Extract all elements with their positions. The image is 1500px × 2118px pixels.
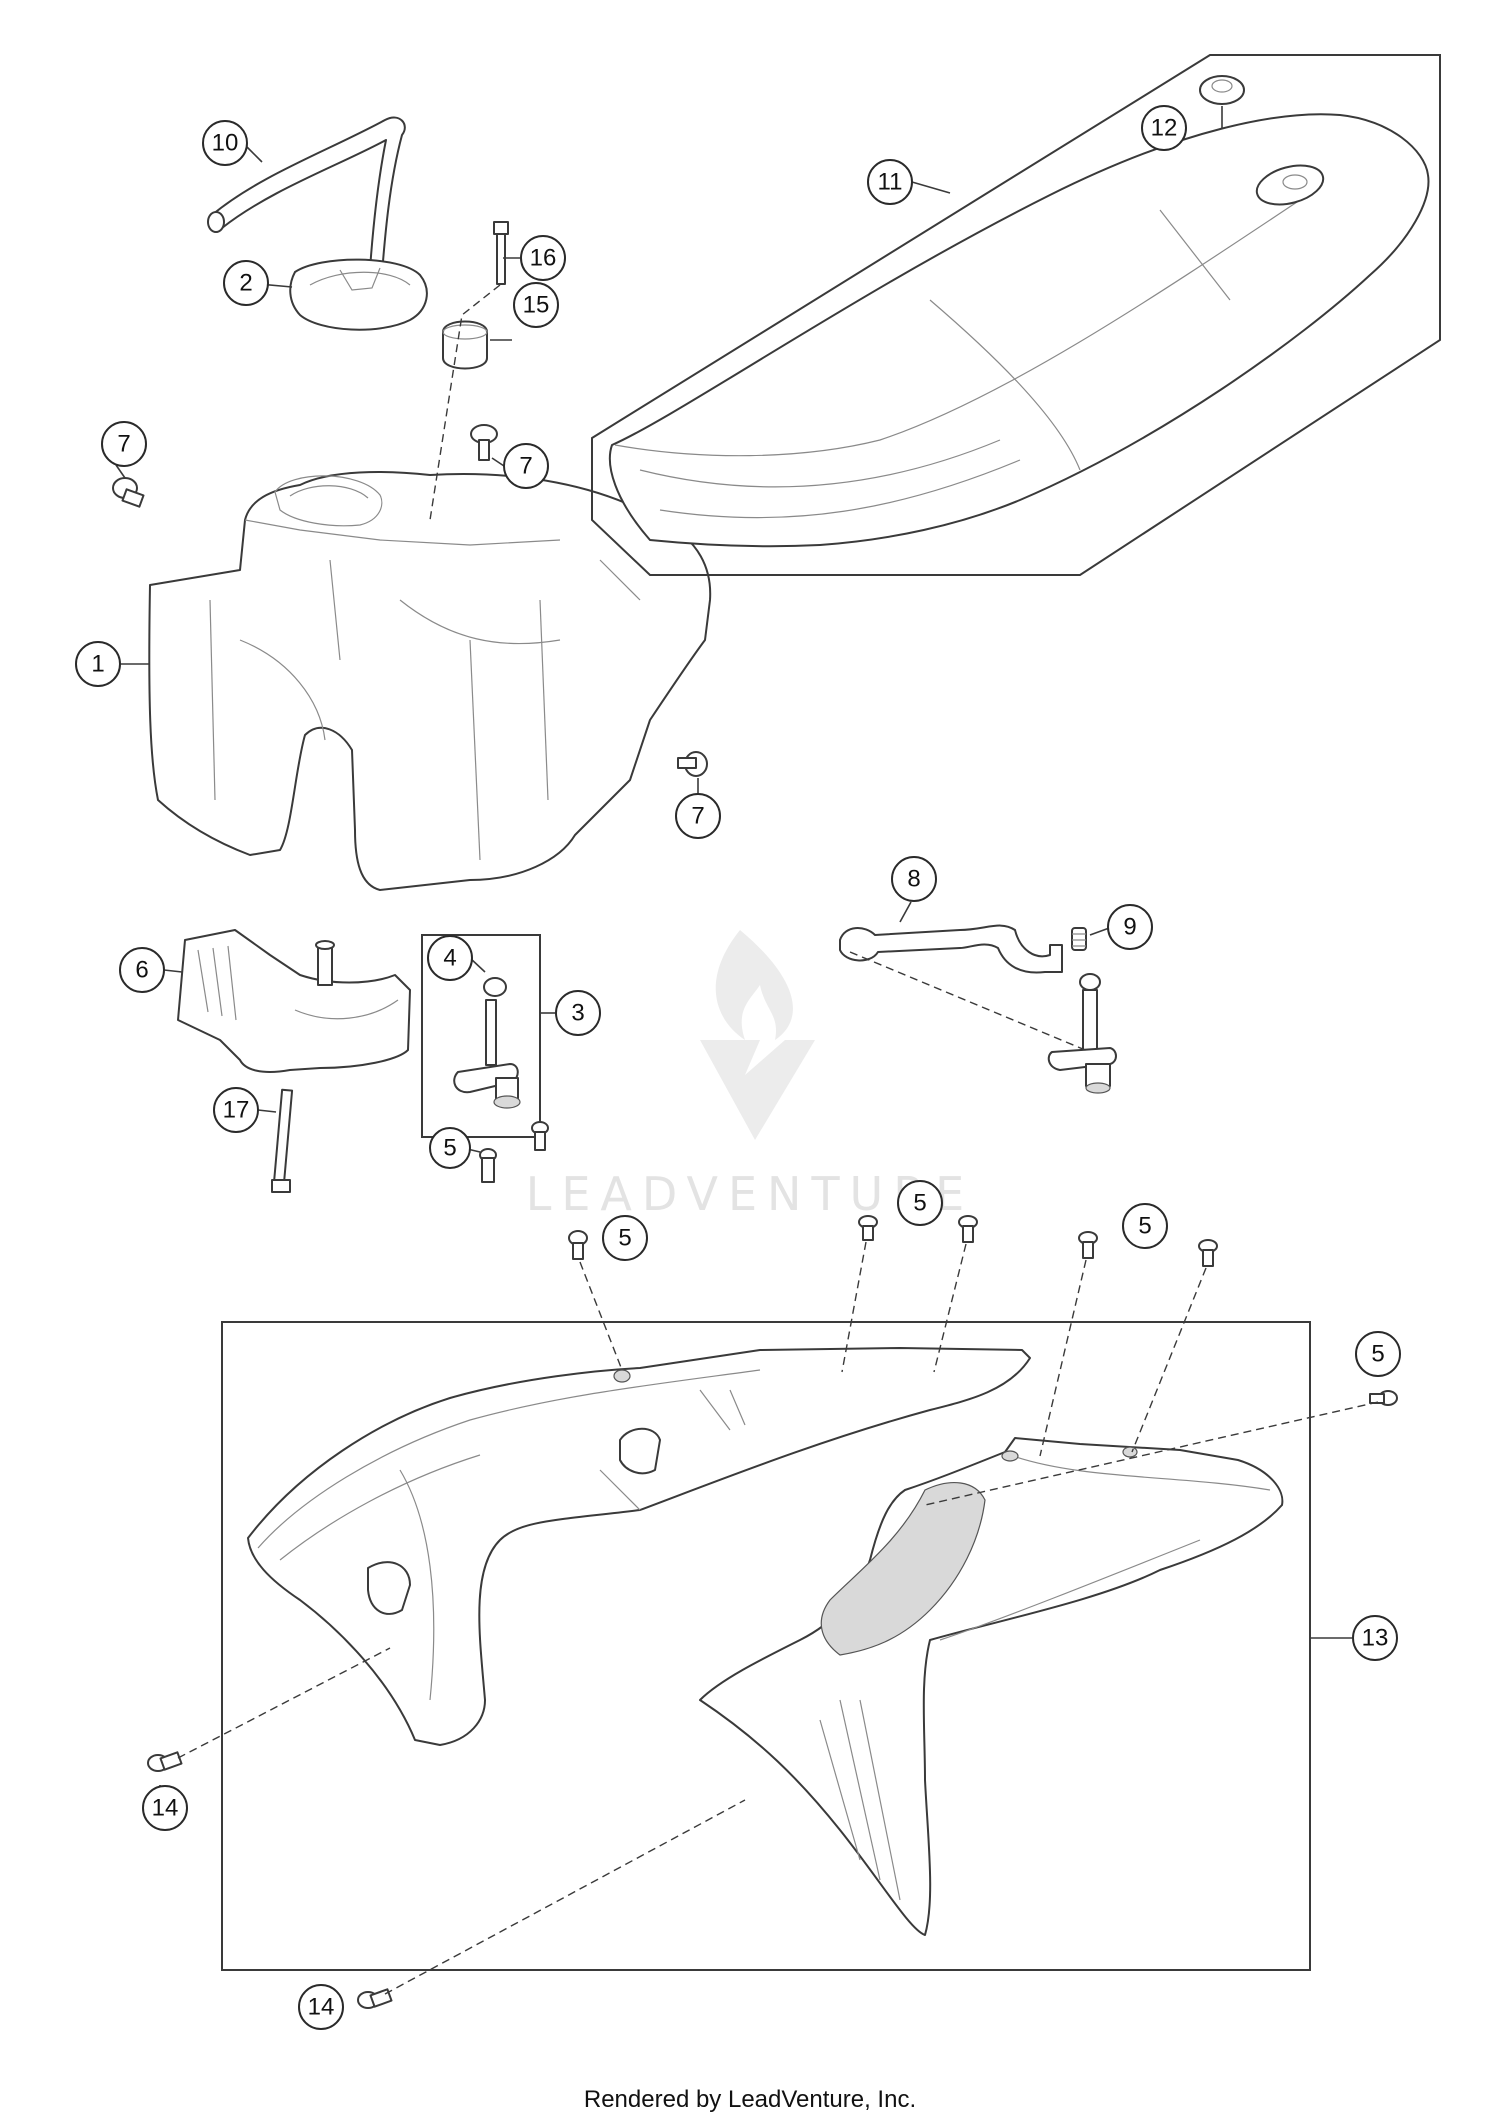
callout-6: 6: [119, 947, 165, 993]
part-side-cover-right[interactable]: [699, 1437, 1284, 1936]
part-screw-5-tap-left[interactable]: [479, 1148, 497, 1183]
callout-17: 17: [213, 1087, 259, 1133]
watermark-v-logo: [700, 1040, 815, 1140]
svg-text:15: 15: [523, 292, 550, 319]
part-seat-fastener[interactable]: [1199, 75, 1245, 105]
part-screw-7-right[interactable]: [677, 751, 708, 777]
part-screw-7-center[interactable]: [470, 424, 498, 461]
svg-text:13: 13: [1362, 1625, 1389, 1652]
part-screw-5-cover-1[interactable]: [568, 1230, 588, 1260]
svg-text:7: 7: [691, 803, 704, 830]
part-screw-5-cover-4[interactable]: [1078, 1231, 1098, 1259]
callout-7-right: 7: [675, 793, 721, 839]
svg-text:5: 5: [1371, 1341, 1384, 1368]
side-cover-group-frame: [221, 1321, 1311, 1971]
callout-8: 8: [891, 856, 937, 902]
svg-text:5: 5: [1138, 1213, 1151, 1240]
part-screw-16[interactable]: [493, 221, 509, 285]
svg-text:14: 14: [152, 1795, 179, 1822]
svg-text:5: 5: [443, 1135, 456, 1162]
fuel-tap-group-frame: [421, 934, 541, 1138]
callout-5-cover-right: 5: [1122, 1203, 1168, 1249]
seat-group-frame: [591, 54, 1441, 576]
callout-3: 3: [555, 990, 601, 1036]
callout-12: 12: [1141, 105, 1187, 151]
callout-5-cover-middle: 5: [897, 1180, 943, 1226]
callout-13: 13: [1352, 1615, 1398, 1661]
part-tank-bracket[interactable]: [177, 929, 411, 1073]
svg-text:1: 1: [91, 651, 104, 678]
part-fuel-hose[interactable]: [839, 924, 1063, 974]
svg-text:7: 7: [117, 431, 130, 458]
part-screw-7-left[interactable]: [112, 477, 145, 508]
svg-text:9: 9: [1123, 914, 1136, 941]
watermark-text: LEADVENTURE: [526, 1167, 975, 1221]
callout-14-left: 14: [142, 1785, 188, 1831]
part-fuel-cap[interactable]: [289, 258, 428, 331]
svg-text:17: 17: [223, 1097, 250, 1124]
leader-lines: [115, 106, 1379, 1995]
part-fuel-tap-assembled[interactable]: [1047, 973, 1117, 1094]
callout-9: 9: [1107, 904, 1153, 950]
svg-text:3: 3: [571, 1000, 584, 1027]
svg-text:2: 2: [239, 270, 252, 297]
callout-7-left: 7: [101, 421, 147, 467]
svg-text:10: 10: [212, 130, 239, 157]
part-fuel-tank[interactable]: [148, 471, 712, 891]
svg-text:6: 6: [135, 957, 148, 984]
svg-text:5: 5: [913, 1190, 926, 1217]
part-screw-14-bottom[interactable]: [357, 1988, 393, 2009]
callout-10: 10: [202, 120, 248, 166]
watermark: LEADVENTURE: [526, 930, 975, 1221]
svg-text:16: 16: [530, 245, 557, 272]
part-rubber-bushing[interactable]: [442, 320, 488, 370]
part-vent-hose[interactable]: [207, 116, 406, 301]
callout-5-cover-left: 5: [602, 1215, 648, 1261]
svg-text:12: 12: [1151, 115, 1178, 142]
callout-1: 1: [75, 641, 121, 687]
svg-text:11: 11: [878, 169, 903, 196]
svg-text:14: 14: [308, 1994, 335, 2021]
svg-text:8: 8: [907, 866, 920, 893]
part-screw-5-cover-6[interactable]: [1369, 1390, 1398, 1406]
part-screw-5-cover-5[interactable]: [1198, 1239, 1218, 1267]
watermark-flame-logo: [715, 930, 793, 1040]
part-bolt-17[interactable]: [271, 1088, 294, 1193]
callout-16: 16: [520, 235, 566, 281]
part-screw-5-cover-3[interactable]: [958, 1215, 978, 1243]
svg-text:4: 4: [443, 945, 456, 972]
callout-2: 2: [223, 260, 269, 306]
svg-text:7: 7: [519, 453, 532, 480]
callout-5-tap: 5: [429, 1127, 471, 1169]
svg-text:5: 5: [618, 1225, 631, 1252]
part-hose-clamp[interactable]: [1071, 927, 1087, 951]
part-side-cover-left[interactable]: [247, 1347, 1031, 1746]
callout-4: 4: [427, 935, 473, 981]
callout-14-bottom: 14: [298, 1984, 344, 2030]
footer-credit: Rendered by LeadVenture, Inc.: [583, 2086, 917, 2113]
callout-5-cover-far-right: 5: [1355, 1331, 1401, 1377]
part-screw-14-lower-left[interactable]: [147, 1751, 183, 1772]
part-screw-5-cover-2[interactable]: [858, 1215, 878, 1241]
callout-15: 15: [513, 282, 559, 328]
part-screw-5-tap-right[interactable]: [531, 1121, 549, 1151]
part-seat[interactable]: [608, 113, 1430, 548]
callout-7-center: 7: [503, 443, 549, 489]
callout-11: 11: [867, 159, 913, 205]
part-fuel-tap[interactable]: [453, 977, 521, 1109]
